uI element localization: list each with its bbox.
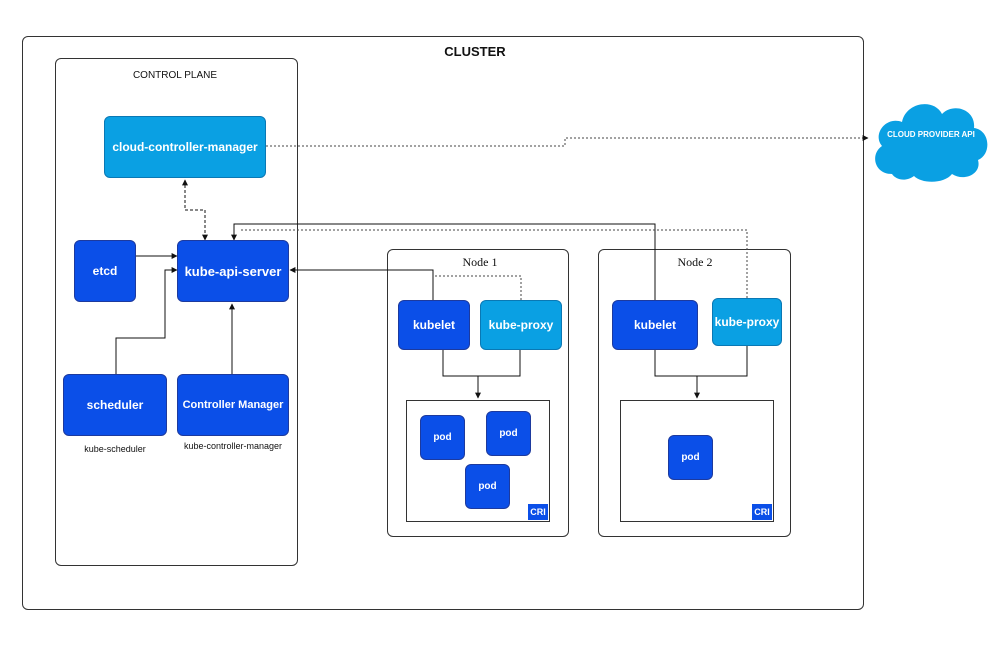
- scheduler-api-line: [115, 267, 178, 374]
- node2-kubelet-runtime-line: [654, 350, 700, 399]
- scheduler-box: scheduler: [63, 374, 167, 436]
- cloud-provider: CLOUD PROVIDER API: [868, 92, 994, 184]
- cloud-provider-label: CLOUD PROVIDER API: [887, 130, 975, 139]
- node2-kubelet-box: kubelet: [612, 300, 698, 350]
- node2-proxy-api-line: [240, 229, 748, 298]
- node1-proxy-runtime-line: [478, 350, 521, 377]
- node1-pod-2: pod: [486, 411, 531, 456]
- kube-api-server-box: kube-api-server: [177, 240, 289, 302]
- node2-pod-1: pod: [668, 435, 713, 480]
- node1-kubelet-runtime-line: [442, 350, 481, 399]
- etcd-box: etcd: [74, 240, 136, 302]
- node1-pod-1: pod: [420, 415, 465, 460]
- node2-cri-badge: CRI: [752, 504, 772, 520]
- scheduler-caption: kube-scheduler: [84, 444, 146, 454]
- controller-manager-caption: kube-controller-manager: [183, 441, 283, 451]
- ccm-api-line: [182, 179, 208, 241]
- node1-kubelet-box: kubelet: [398, 300, 470, 350]
- cloud-icon: [875, 104, 988, 182]
- node1-proxy-api-line: [433, 275, 522, 300]
- node1-kube-proxy-box: kube-proxy: [480, 300, 562, 350]
- cluster-title: CLUSTER: [444, 44, 506, 59]
- node1-cri-badge: CRI: [528, 504, 548, 520]
- node1-kubelet-api-line: [289, 267, 434, 300]
- node2-proxy-runtime-line: [697, 346, 748, 377]
- node1-pod-3: pod: [465, 464, 510, 509]
- node2-title: Node 2: [677, 255, 713, 269]
- ccm-to-cloud-line: [266, 135, 869, 147]
- controller-manager-box: Controller Manager: [177, 374, 289, 436]
- cloud-controller-manager-box: cloud-controller-manager: [104, 116, 266, 178]
- control-plane-title: CONTROL PLANE: [132, 70, 218, 81]
- node2-kube-proxy-box: kube-proxy: [712, 298, 782, 346]
- node1-title: Node 1: [462, 255, 498, 269]
- node2-kubelet-api-line: [231, 223, 656, 300]
